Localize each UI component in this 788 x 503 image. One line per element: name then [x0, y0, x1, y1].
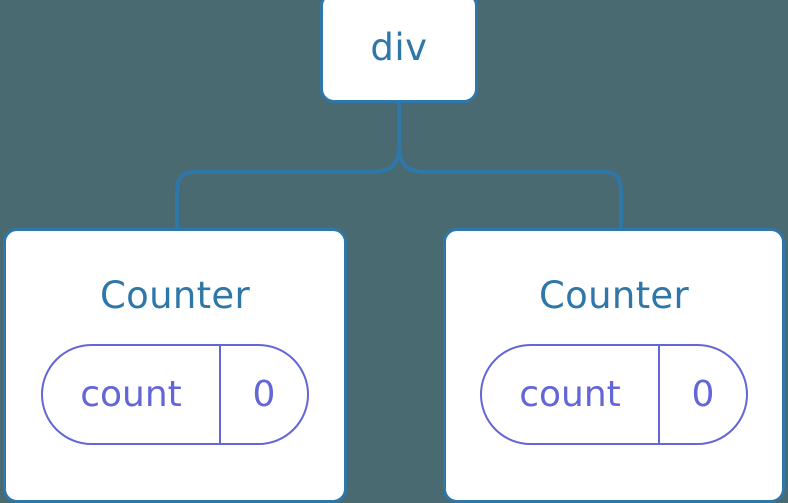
node-counter-right-label: Counter — [539, 274, 689, 317]
state-value-left: 0 — [219, 346, 307, 443]
state-value-right: 0 — [658, 346, 746, 443]
node-counter-right[interactable]: Counter count 0 — [443, 228, 785, 503]
connector-path-left — [175, 98, 401, 232]
state-key-right: count — [519, 373, 621, 415]
node-counter-left[interactable]: Counter count 0 — [3, 228, 347, 503]
state-pill-right[interactable]: count 0 — [480, 344, 748, 445]
state-key-left: count — [80, 373, 182, 415]
state-pill-left[interactable]: count 0 — [41, 344, 309, 445]
node-root-div[interactable]: div — [320, 0, 478, 103]
node-root-label: div — [370, 26, 428, 69]
connector-path-right — [397, 98, 623, 232]
node-counter-left-label: Counter — [100, 274, 250, 317]
